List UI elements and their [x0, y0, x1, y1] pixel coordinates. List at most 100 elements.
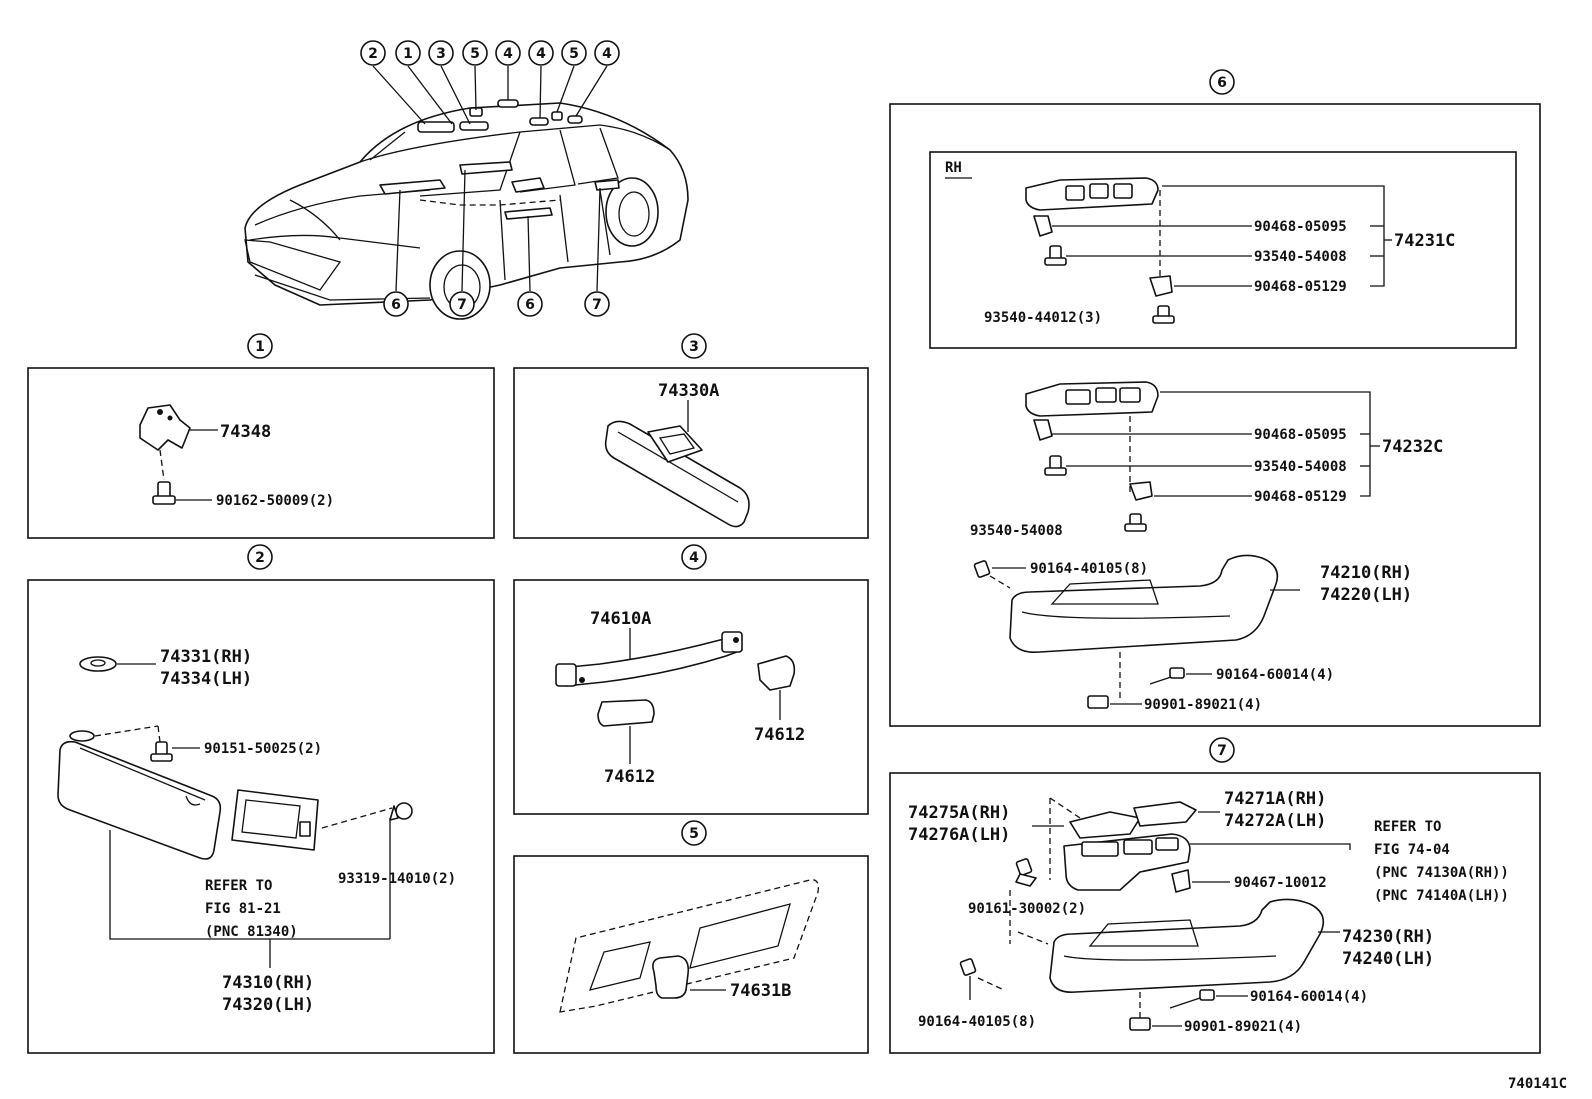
part-label: 74331(RH): [160, 647, 252, 667]
section-number: 7: [1209, 737, 1235, 763]
section-number: 6: [1209, 69, 1235, 95]
svg-text:6: 6: [1217, 75, 1227, 91]
refer-text: FIG 81-21: [205, 901, 281, 917]
rh-tag: RH: [945, 160, 962, 176]
svg-text:1: 1: [255, 339, 265, 355]
section-box: [513, 855, 869, 1054]
svg-text:3: 3: [689, 339, 699, 355]
car-body: [244, 102, 689, 306]
svg-text:6: 6: [391, 297, 401, 313]
refer-text: (PNC 81340): [205, 924, 298, 940]
section-number: 1: [247, 333, 273, 359]
part-label: 74276A(LH): [908, 825, 1010, 845]
svg-text:4: 4: [536, 46, 546, 62]
callout-circle: 2: [360, 40, 386, 66]
part-label: 90164-60014(4): [1250, 989, 1368, 1005]
part-label: 74220(LH): [1320, 585, 1412, 605]
refer-text: (PNC 74130A(RH)): [1374, 865, 1509, 881]
callout-circle: 4: [594, 40, 620, 66]
section-box: [27, 579, 495, 1054]
svg-text:6: 6: [525, 297, 535, 313]
part-label: 74210(RH): [1320, 563, 1412, 583]
part-label: 90151-50025(2): [204, 741, 322, 757]
part-label: 93319-14010(2): [338, 871, 456, 887]
section-box: [513, 579, 869, 815]
part-label: 90467-10012: [1234, 875, 1327, 891]
section-box: [27, 367, 495, 539]
part-label: 90164-40105(8): [918, 1014, 1036, 1030]
part-label: 74348: [220, 422, 271, 442]
part-label: 90901-89021(4): [1184, 1019, 1302, 1035]
part-label: 74232C: [1382, 437, 1443, 457]
svg-text:1: 1: [403, 46, 413, 62]
part-label: 90162-50009(2): [216, 493, 334, 509]
svg-text:4: 4: [689, 550, 699, 566]
car-overview: 2 1 3 5 4 4 5 4 6 7 6 7: [244, 40, 689, 320]
part-label: 74230(RH): [1342, 927, 1434, 947]
part-label: 90468-05095: [1254, 219, 1347, 235]
section-7: 7 74275A(RH) 74276A(LH) 74271A(RH) 74272…: [889, 737, 1541, 1054]
part-label: 90901-89021(4): [1144, 697, 1262, 713]
part-label: 74275A(RH): [908, 803, 1010, 823]
part-label: 90468-05095: [1254, 427, 1347, 443]
part-label: 93540-54008: [970, 523, 1063, 539]
callout-circle: 7: [449, 291, 475, 317]
part-label: 74271A(RH): [1224, 789, 1326, 809]
svg-text:3: 3: [436, 46, 446, 62]
part-label: 90161-30002(2): [968, 901, 1086, 917]
refer-text: FIG 74-04: [1374, 842, 1450, 858]
overview-callouts: 2 1 3 5 4 4 5 4 6 7 6 7: [360, 40, 620, 317]
section-2: 2 74331(RH) 74334(LH) 90151-50025(2) 933…: [27, 544, 495, 1054]
section-4: 4 74610A 74612 74612: [513, 544, 869, 815]
part-label: 93540-44012(3): [984, 310, 1102, 326]
part-label: 90468-05129: [1254, 489, 1347, 505]
part-label: 93540-54008: [1254, 459, 1347, 475]
svg-text:7: 7: [457, 297, 467, 313]
refer-text: REFER TO: [1374, 819, 1441, 835]
callout-circle: 4: [528, 40, 554, 66]
part-label: 90468-05129: [1254, 279, 1347, 295]
coat-hook-part: [652, 955, 690, 999]
callout-circle: 3: [428, 40, 454, 66]
part-label: 74631B: [730, 981, 791, 1001]
svg-text:7: 7: [592, 297, 602, 313]
part-label: 90164-40105(8): [1030, 561, 1148, 577]
callout-circle: 6: [383, 291, 409, 317]
part-label: 74240(LH): [1342, 949, 1434, 969]
section-box: [889, 103, 1541, 727]
part-label: 74231C: [1394, 231, 1455, 251]
section-number: 2: [247, 544, 273, 570]
svg-text:2: 2: [255, 550, 265, 566]
svg-text:5: 5: [689, 826, 699, 842]
part-label: 93540-54008: [1254, 249, 1347, 265]
svg-text:5: 5: [569, 46, 579, 62]
assist-grip-part: [559, 635, 743, 687]
svg-text:4: 4: [602, 46, 612, 62]
section-number: 5: [681, 820, 707, 846]
part-label: 74310(RH): [222, 973, 314, 993]
sun-visor-part: [57, 740, 222, 860]
rh-sub-box: [929, 151, 1517, 349]
part-label: 74610A: [590, 609, 651, 629]
callout-circle: 1: [395, 40, 421, 66]
section-5: 5 74631B: [513, 820, 869, 1054]
svg-text:5: 5: [470, 46, 480, 62]
part-label: 74330A: [658, 381, 719, 401]
refer-text: REFER TO: [205, 878, 272, 894]
callout-circle: 4: [495, 40, 521, 66]
diagram-code: 740141C: [1508, 1076, 1567, 1092]
section-box: [513, 367, 869, 539]
part-label: 74612: [604, 767, 655, 787]
svg-text:7: 7: [1217, 743, 1227, 759]
section-1: 1 74348 90162-50009(2): [27, 333, 495, 539]
rearview-mirror-part: [604, 420, 750, 528]
section-3: 3 74330A: [513, 333, 869, 539]
section-box: [889, 772, 1541, 1054]
part-label: 74612: [754, 725, 805, 745]
callout-circle: 5: [561, 40, 587, 66]
part-label: 90164-60014(4): [1216, 667, 1334, 683]
part-label: 74320(LH): [222, 995, 314, 1015]
refer-text: (PNC 74140A(LH)): [1374, 888, 1509, 904]
section-6: 6 RH 90468-05095 93540-54008 90468-05129: [889, 69, 1541, 727]
